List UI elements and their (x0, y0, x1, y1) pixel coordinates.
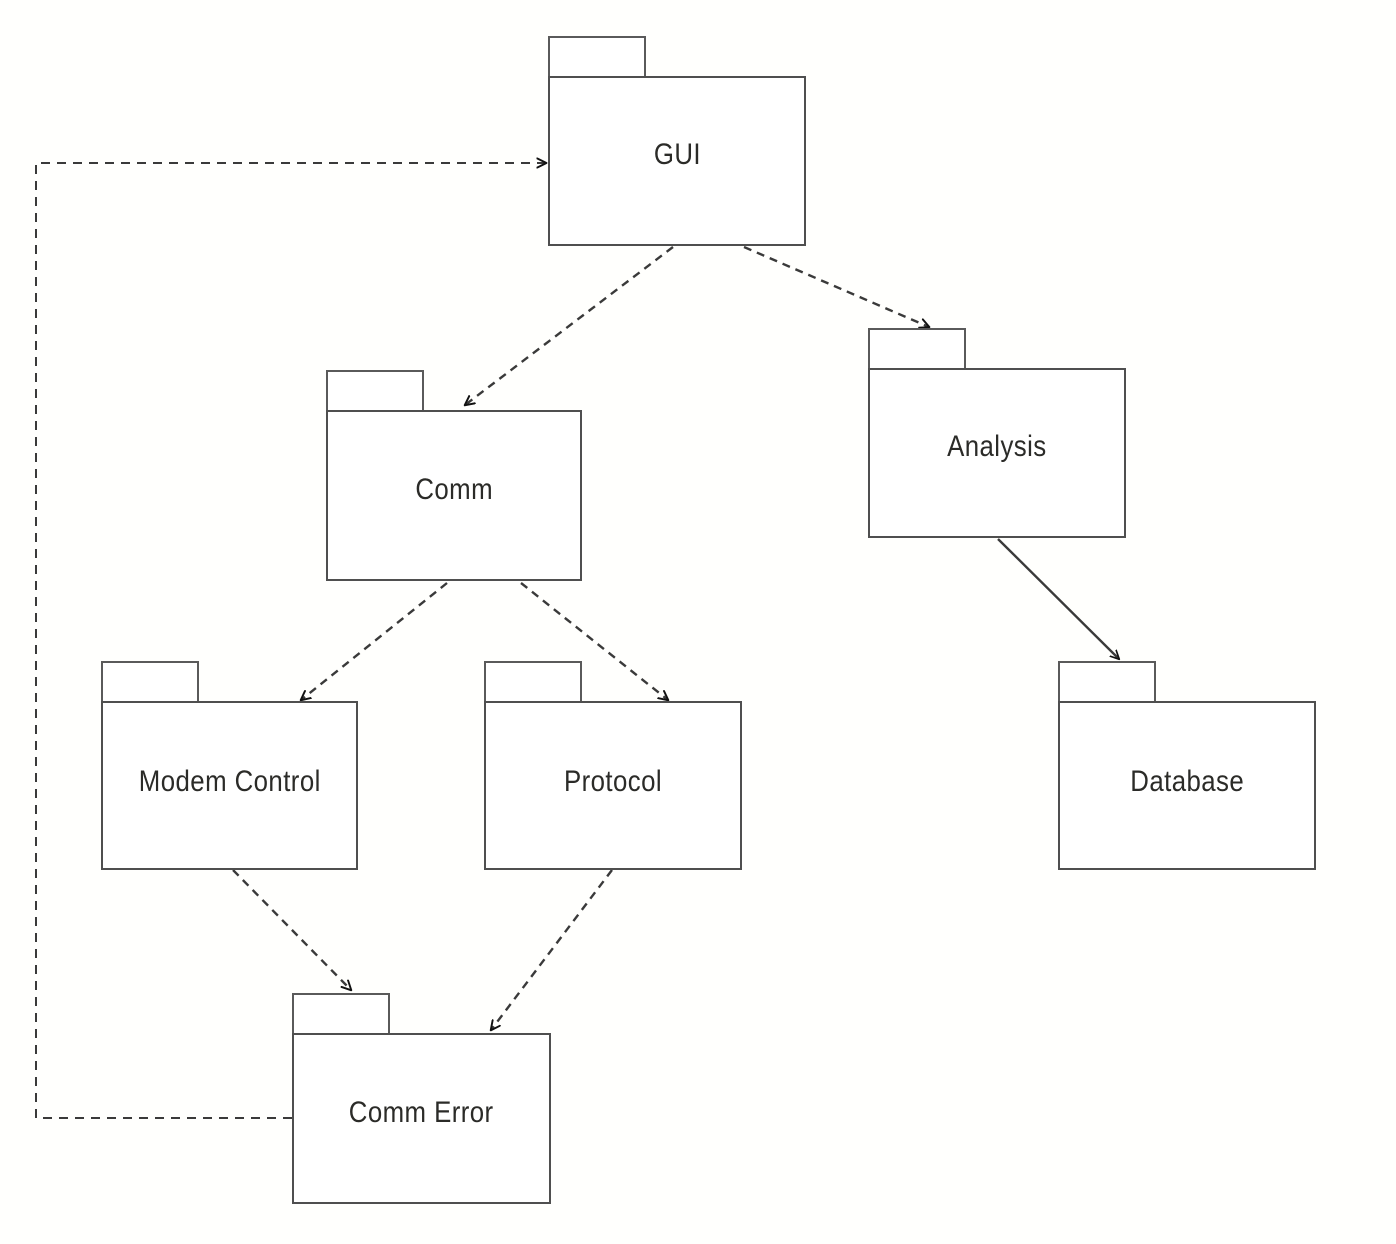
package-label-gui: GUI (653, 138, 701, 171)
package-tab (101, 661, 199, 705)
edge-protocol-to-comm-error (491, 869, 613, 1030)
package-tab (548, 36, 646, 80)
package-body: Comm (326, 410, 582, 581)
package-body: Modem Control (101, 701, 358, 870)
package-tab (868, 328, 966, 372)
edge-modem-control-to-comm-error (232, 869, 351, 990)
package-label-database: Database (1130, 764, 1244, 798)
edge-analysis-to-database (997, 538, 1119, 659)
package-tab (1058, 661, 1156, 705)
package-label-comm-error: Comm Error (349, 1095, 494, 1129)
edge-gui-to-analysis (743, 245, 929, 327)
package-label-analysis: Analysis (947, 430, 1047, 463)
package-label-comm: Comm (415, 472, 493, 506)
package-label-modem-control: Modem Control (138, 764, 321, 798)
package-body: Analysis (868, 368, 1126, 538)
package-tab (292, 993, 390, 1037)
package-body: Comm Error (292, 1033, 551, 1204)
edge-gui-to-comm (465, 246, 674, 405)
dependency-edges (35, 163, 1119, 1119)
package-body: Database (1058, 701, 1316, 870)
package-body: Protocol (484, 701, 742, 870)
package-tab (326, 370, 424, 414)
edge-comm-to-modem-control (301, 582, 448, 700)
package-label-protocol: Protocol (563, 764, 663, 798)
package-tab (484, 661, 582, 705)
edge-comm-error-to-gui (35, 163, 546, 1119)
package-body: GUI (548, 76, 806, 246)
